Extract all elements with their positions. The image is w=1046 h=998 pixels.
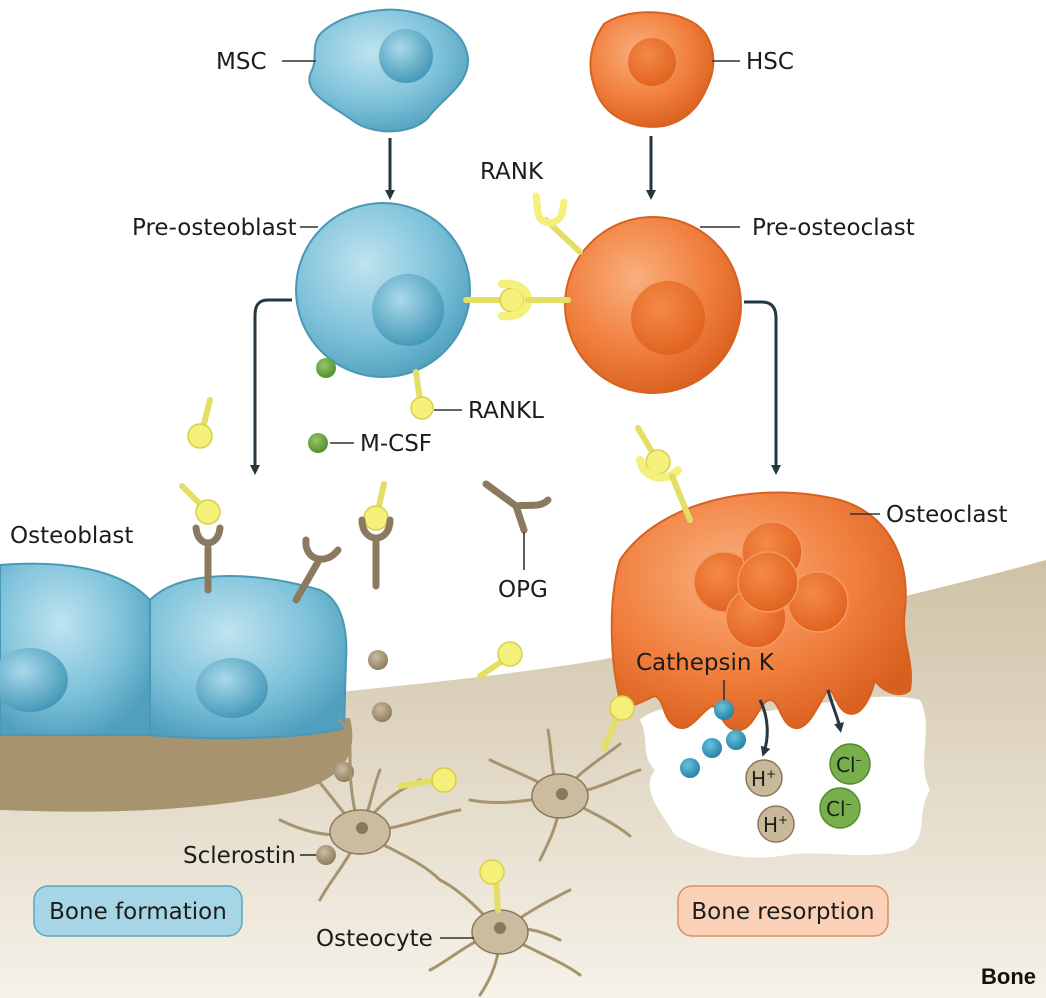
rankl-free-1 [187,397,213,449]
pre-osteoclast-label: Pre-osteoclast [752,215,915,241]
osteoclast-nucleus-5 [737,551,799,613]
opg-receptor-on-osteoblast-1 [192,524,224,594]
rankl-osteocyte-2 [601,695,635,751]
rank-receptor-top [532,192,583,255]
bone-resorption-pill [677,885,889,937]
sclerostin-particle-1 [368,650,388,670]
h-secretion-arrow [758,699,771,757]
sclerostin-particle-4 [316,845,336,865]
rankl-opg-complex [358,481,394,590]
osteocyte-1-nucleus [356,822,368,834]
msc-nucleus [379,29,433,83]
opg-receptor-on-osteoblast-2 [292,536,342,604]
rankl-preosteoblast [410,369,434,420]
cl-secretion-arrow [826,689,844,733]
opg-free [482,480,552,534]
cathepsin-particle-2 [726,730,746,750]
cathepsin-particle-1 [714,700,734,720]
sclerostin-particle-2 [372,702,392,722]
bone-resorption-label: Bone resorption [691,899,874,925]
osteoblast-nucleus-right [196,658,268,718]
rankl-osteocyte-1 [397,767,457,793]
h-ion-2 [757,805,795,843]
rankl-rank-binding [463,279,571,321]
mcsf-bound [316,358,336,378]
mcsf-label: M-CSF [360,431,432,457]
osteocyte-label: Osteocyte [316,926,433,952]
h-ion-1 [745,759,783,797]
h-ion-label-1: H+ [751,767,776,791]
rankl-osteocyte-3 [479,859,505,913]
bone-formation-label: Bone formation [49,899,227,925]
pre-osteoclast-nucleus [631,281,705,355]
msc-label: MSC [216,49,267,75]
h-ion-label-2: H+ [763,813,788,837]
hsc-nucleus [628,38,676,86]
rankl-free-3 [477,641,523,679]
osteoblast-nucleus-left [0,648,68,712]
cathepsin-particle-3 [702,738,722,758]
bone-matrix-dark [0,718,353,812]
cathepsin-particle-4 [680,758,700,778]
sclerostin-label: Sclerostin [183,843,296,869]
cathepsin-k-label: Cathepsin K [636,650,775,676]
mcsf-free [308,433,328,453]
corner-label: Bone [981,964,1036,989]
pre-osteoblast-label: Pre-osteoblast [132,215,297,241]
rank-label: RANK [480,159,544,185]
hsc-label: HSC [746,49,794,75]
cl-ion-label-1: Cl– [836,753,862,777]
opg-label: OPG [498,577,548,603]
cl-ion-label-2: Cl– [826,797,852,821]
rank-rankl-on-osteoclast [635,425,693,523]
cl-ion-1 [829,743,871,785]
rankl-label: RANKL [468,398,544,424]
osteoblast-label: Osteoblast [10,523,133,549]
preosteoclast-to-osteoclast-arrow [744,300,781,475]
osteoclast-label: Osteoclast [886,502,1007,528]
rankl-free-2 [179,483,221,525]
cl-ion-2 [819,787,861,829]
bone-formation-pill [33,885,243,937]
preosteoblast-to-osteoblast-arrow [250,298,292,475]
osteocyte-3-nucleus [494,922,506,934]
pre-osteoblast-nucleus [372,274,444,346]
osteocyte-2-nucleus [556,788,568,800]
